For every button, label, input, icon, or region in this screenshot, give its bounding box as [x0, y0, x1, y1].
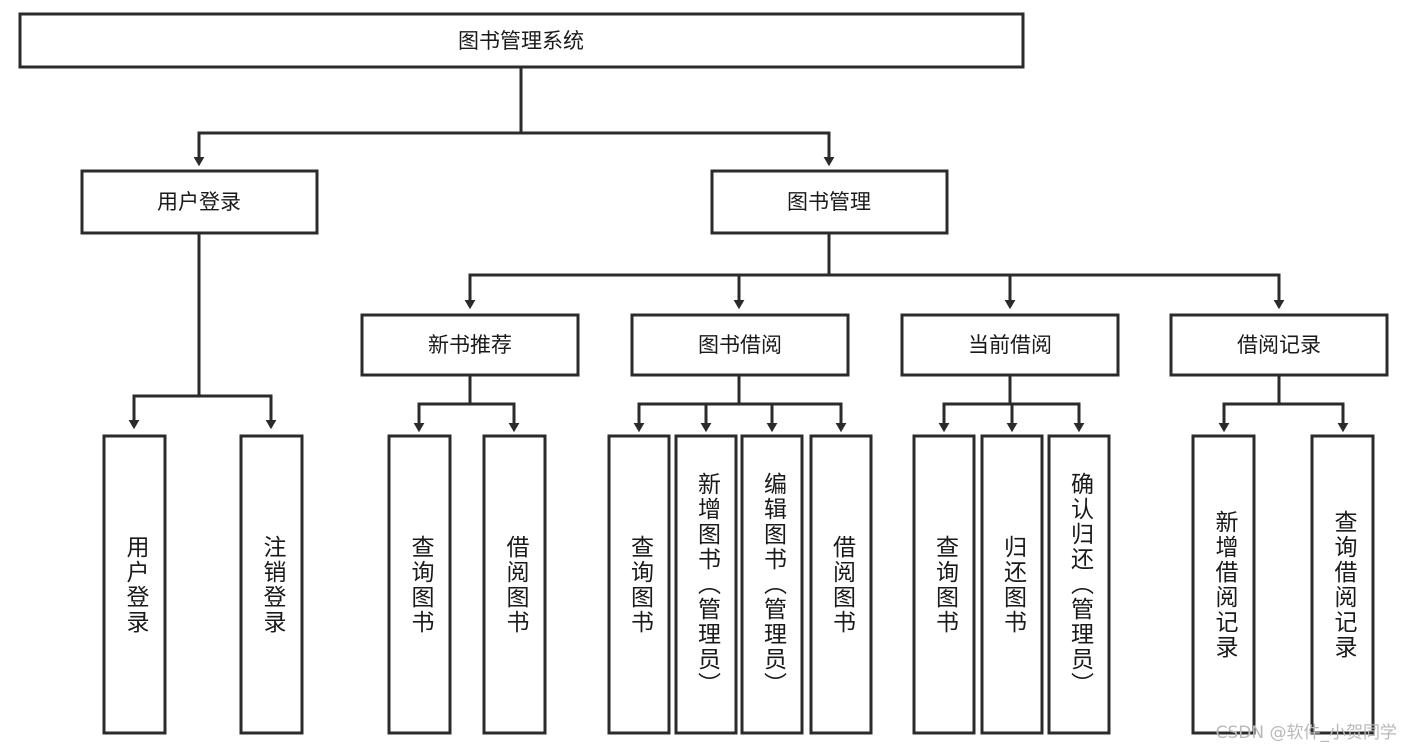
leaf-box-borrow-book-1[interactable] [482, 434, 547, 735]
leaf-boxes [102, 434, 1375, 735]
node-new-book-recommend[interactable]: 新书推荐 [360, 313, 580, 377]
connector-user-login-to-leaves [128, 232, 277, 430]
node-root-book-management-system[interactable]: 图书管理系统 [18, 12, 1025, 69]
leaf-box-edit-book[interactable] [740, 434, 804, 735]
node-user-login[interactable]: 用户登录 [80, 169, 319, 235]
node-book-borrow[interactable]: 图书借阅 [630, 313, 850, 377]
connector-new-book-recommend-to-leaves [413, 374, 520, 433]
leaf-box-user-login[interactable] [102, 434, 167, 735]
node-book-management-label: 图书管理 [787, 190, 871, 214]
leaf-box-add-book[interactable] [674, 434, 738, 735]
leaf-box-return-book[interactable] [980, 434, 1044, 735]
node-root-label: 图书管理系统 [458, 29, 584, 53]
leaf-box-user-logout[interactable] [239, 434, 304, 735]
node-user-login-label: 用户登录 [157, 190, 241, 214]
leaf-box-borrow-book-2[interactable] [809, 434, 873, 735]
node-borrow-record-label: 借阅记录 [1237, 333, 1321, 357]
leaf-box-add-record[interactable] [1191, 434, 1256, 735]
node-current-borrow[interactable]: 当前借阅 [900, 313, 1120, 377]
connector-root-to-level2 [193, 65, 835, 167]
csdn-watermark: CSDN @软件_小贺同学 [1215, 723, 1397, 743]
connector-current-borrow-to-leaves [938, 374, 1085, 433]
leaf-box-query-book-3[interactable] [912, 434, 976, 735]
node-borrow-record[interactable]: 借阅记录 [1169, 313, 1389, 377]
leaf-box-query-book-2[interactable] [607, 434, 671, 735]
node-current-borrow-label: 当前借阅 [968, 333, 1052, 357]
node-book-management[interactable]: 图书管理 [710, 169, 949, 235]
connector-book-management-to-level3 [464, 232, 1285, 310]
leaf-box-confirm-return[interactable] [1047, 434, 1111, 735]
node-new-book-recommend-label: 新书推荐 [428, 333, 512, 357]
connector-book-borrow-to-leaves [633, 374, 847, 433]
connector-borrow-record-to-leaves [1218, 374, 1349, 433]
node-book-borrow-label: 图书借阅 [698, 333, 782, 357]
leaf-box-query-record[interactable] [1310, 434, 1375, 735]
leaf-box-query-book-1[interactable] [387, 434, 452, 735]
